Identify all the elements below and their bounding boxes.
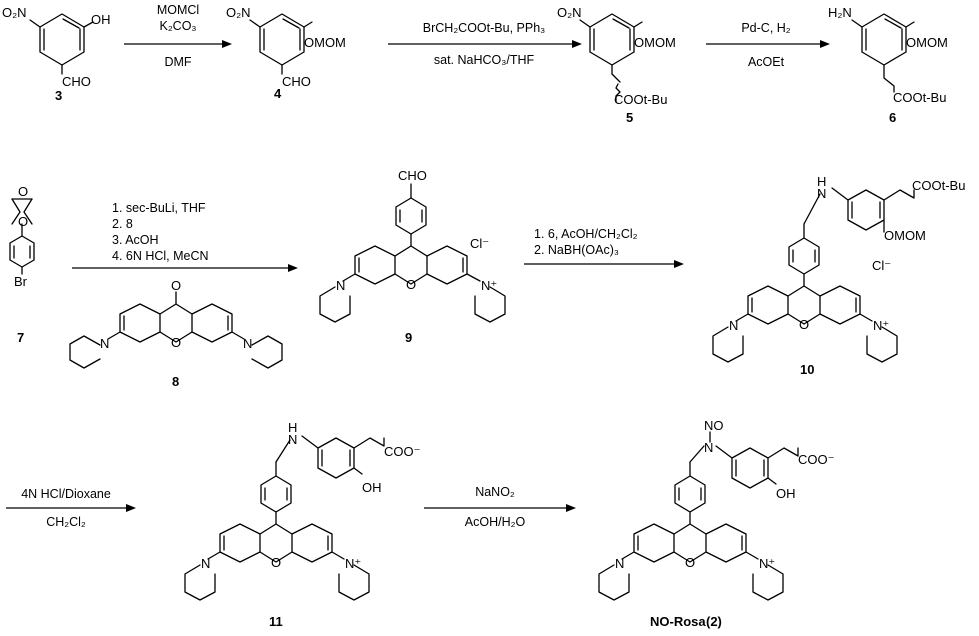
r1-reagent-1: MOMCl [157, 3, 199, 17]
compound-9: CHO Cl⁻ O N N⁺ 9 [319, 168, 506, 345]
c4-aldehyde: CHO [282, 74, 311, 89]
c2-carboxylate: COO⁻ [798, 452, 834, 467]
c9-n-left: N [336, 278, 345, 293]
c2-hydroxy: OH [776, 486, 796, 501]
compound-5: O₂N OMOM COOt-Bu 5 [557, 5, 676, 125]
r7-solvent: AcOH/H₂O [465, 515, 526, 529]
compound-7: O O Br 7 [9, 184, 35, 345]
c9-counterion: Cl⁻ [470, 236, 489, 251]
c7-dioxolane-o1: O [18, 184, 28, 199]
reaction-arrow-7 [424, 504, 576, 512]
c11-nh: H [288, 420, 297, 435]
r2-reagent: BrCH₂COOt-Bu, PPh₃ [423, 21, 545, 35]
r4-step-4: 4. 6N HCl, MeCN [112, 249, 209, 263]
reaction-arrow-5 [524, 260, 684, 268]
c10-n-right: N⁺ [873, 318, 889, 333]
c5-ether: OMOM [634, 35, 676, 50]
c7-dioxolane-o2: O [18, 214, 28, 229]
c9-ring-o: O [406, 277, 416, 292]
c10-number: 10 [800, 362, 814, 377]
reaction-arrow-4 [72, 264, 298, 272]
r4-step-2: 2. 8 [112, 217, 133, 231]
c11-number: 11 [269, 614, 283, 629]
c8-n-left: N [100, 336, 109, 351]
r5-step-2: 2. NaBH(OAc)₃ [534, 243, 619, 257]
r5-step-1: 1. 6, AcOH/CH₂Cl₂ [534, 227, 638, 241]
c10-ether: OMOM [884, 228, 926, 243]
c9-n-right: N⁺ [481, 278, 497, 293]
r4-step-1: 1. sec-BuLi, THF [112, 201, 206, 215]
r1-solvent: DMF [164, 55, 191, 69]
c10-ester: COOt-Bu [912, 178, 965, 193]
c11-carboxylate: COO⁻ [384, 444, 420, 459]
reaction-arrow-6 [6, 504, 136, 512]
r3-reagent: Pd-C, H₂ [741, 21, 790, 35]
c9-aldehyde: CHO [398, 168, 427, 183]
c3-nitro: O₂N [2, 5, 27, 20]
c6-ether: OMOM [906, 35, 948, 50]
c11-n-right: N⁺ [345, 556, 361, 571]
c8-ring-o: O [171, 335, 181, 350]
c10-n-left: N [729, 318, 738, 333]
c10-ring-o: O [799, 317, 809, 332]
c11-hydroxy: OH [362, 480, 382, 495]
c7-bromo: Br [14, 274, 28, 289]
c8-carbonyl: O [171, 278, 181, 293]
c2-n-right: N⁺ [759, 556, 775, 571]
c3-number: 3 [55, 88, 62, 103]
compound-11: H N COO⁻ OH O N N⁺ 11 [184, 420, 420, 629]
compound-6: H₂N OMOM COOt-Bu 6 [828, 5, 948, 125]
c7-number: 7 [17, 330, 24, 345]
c11-n: N [288, 432, 297, 447]
c2-ring-o: O [685, 555, 695, 570]
c2-nitroso: NO [704, 418, 724, 433]
c6-ester: COOt-Bu [893, 90, 946, 105]
r7-reagent: NaNO₂ [475, 485, 515, 499]
c2-name: NO-Rosa [650, 614, 706, 629]
r3-solvent: AcOEt [748, 55, 785, 69]
compound-3: O₂N OH CHO 3 [2, 5, 111, 103]
c5-nitro: O₂N [557, 5, 582, 20]
compound-8: O O N N 8 [69, 278, 283, 389]
c2-n-left: N [615, 556, 624, 571]
compound-4: O₂N OMOM CHO 4 [226, 5, 346, 101]
c3-hydroxy: OH [91, 12, 111, 27]
c11-n-left: N [201, 556, 210, 571]
r1-reagent-2: K₂CO₃ [159, 19, 196, 33]
c10-n: N [817, 186, 826, 201]
r4-step-3: 3. AcOH [112, 233, 159, 247]
reaction-arrow-2 [388, 40, 582, 48]
reaction-arrow-3 [706, 40, 830, 48]
r6-reagent: 4N HCl/Dioxane [21, 487, 111, 501]
c8-number: 8 [172, 374, 179, 389]
r2-solvent: sat. NaHCO₃/THF [434, 53, 535, 67]
c6-number: 6 [889, 110, 896, 125]
c3-aldehyde: CHO [62, 74, 91, 89]
c2-amine-n: N [704, 440, 713, 455]
c10-nh: H [817, 174, 826, 189]
c5-ester: COOt-Bu [614, 92, 667, 107]
r6-solvent: CH₂Cl₂ [46, 515, 86, 529]
reaction-arrow-1 [124, 40, 232, 48]
c4-nitro: O₂N [226, 5, 251, 20]
compound-2-no-rosa: NO N COO⁻ OH O N N⁺ NO-Rosa (2) [598, 418, 834, 629]
c4-ether: OMOM [304, 35, 346, 50]
compound-10: H N COOt-Bu OMOM Cl⁻ O N N⁺ 10 [712, 174, 965, 377]
c10-counterion: Cl⁻ [872, 258, 891, 273]
c5-number: 5 [626, 110, 633, 125]
c6-amine: H₂N [828, 5, 852, 20]
c4-number: 4 [274, 86, 282, 101]
c9-number: 9 [405, 330, 412, 345]
c11-ring-o: O [271, 555, 281, 570]
c2-number: (2) [706, 614, 722, 629]
c8-n-right: N [243, 336, 252, 351]
